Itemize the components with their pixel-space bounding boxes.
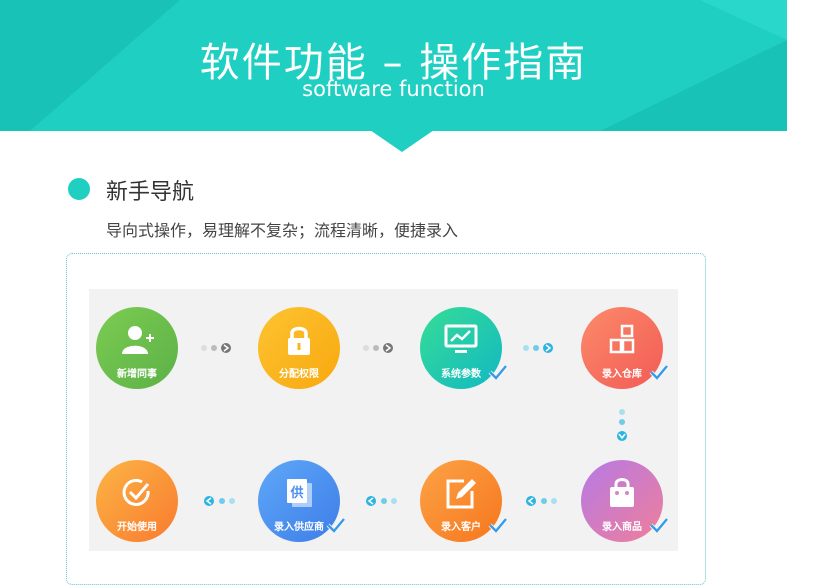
connector-left [366,496,397,506]
edit-icon [446,479,476,509]
connector-right [523,343,553,353]
step-label: 录入客户 [441,522,481,533]
check-icon [649,517,669,533]
svg-text:供: 供 [289,485,303,501]
step-system-parameters[interactable]: 系统参数 [420,307,502,389]
step-label: 分配权限 [279,369,319,380]
step-label: 录入供应商 [274,522,324,533]
connector-right [363,343,393,353]
header-banner: 软件功能 – 操作指南 software function [0,0,787,131]
check-icon [649,364,669,380]
step-start-using[interactable]: 开始使用 [96,460,178,542]
connector-left [204,496,235,506]
banner-decoration [0,0,787,131]
banner-pointer [370,130,434,152]
start-check-icon [122,478,150,506]
add-user-icon [122,326,154,354]
section-description: 导向式操作，易理解不复杂；流程清晰，便捷录入 [106,221,459,240]
section-bullet-icon [68,178,90,200]
step-label: 开始使用 [117,522,157,533]
step-enter-product[interactable]: 录入商品 [581,460,663,542]
step-enter-customer[interactable]: 录入客户 [420,460,502,542]
step-label: 新增同事 [117,369,157,380]
guide-panel [89,289,678,551]
step-add-colleague[interactable]: 新增同事 [96,307,178,389]
supplier-icon: 供 [287,479,312,507]
shopping-bag-icon [610,478,634,507]
lock-icon [288,326,310,355]
step-assign-permissions[interactable]: 分配权限 [258,307,340,389]
page-subtitle: software function [302,77,485,101]
step-label: 系统参数 [441,369,481,380]
check-icon [488,364,508,380]
step-label: 录入仓库 [602,369,642,380]
section-title: 新手导航 [106,180,195,205]
warehouse-icon [609,324,635,354]
step-enter-supplier[interactable]: 供 录入供应商 [258,460,340,542]
page-title: 软件功能 – 操作指南 [199,40,588,86]
step-enter-warehouse[interactable]: 录入仓库 [581,307,663,389]
check-icon [488,517,508,533]
monitor-chart-icon [444,324,478,353]
connector-right [201,343,231,353]
step-label: 录入商品 [602,522,642,533]
connector-left [526,496,557,506]
connector-down [617,409,627,441]
check-icon [326,517,346,533]
